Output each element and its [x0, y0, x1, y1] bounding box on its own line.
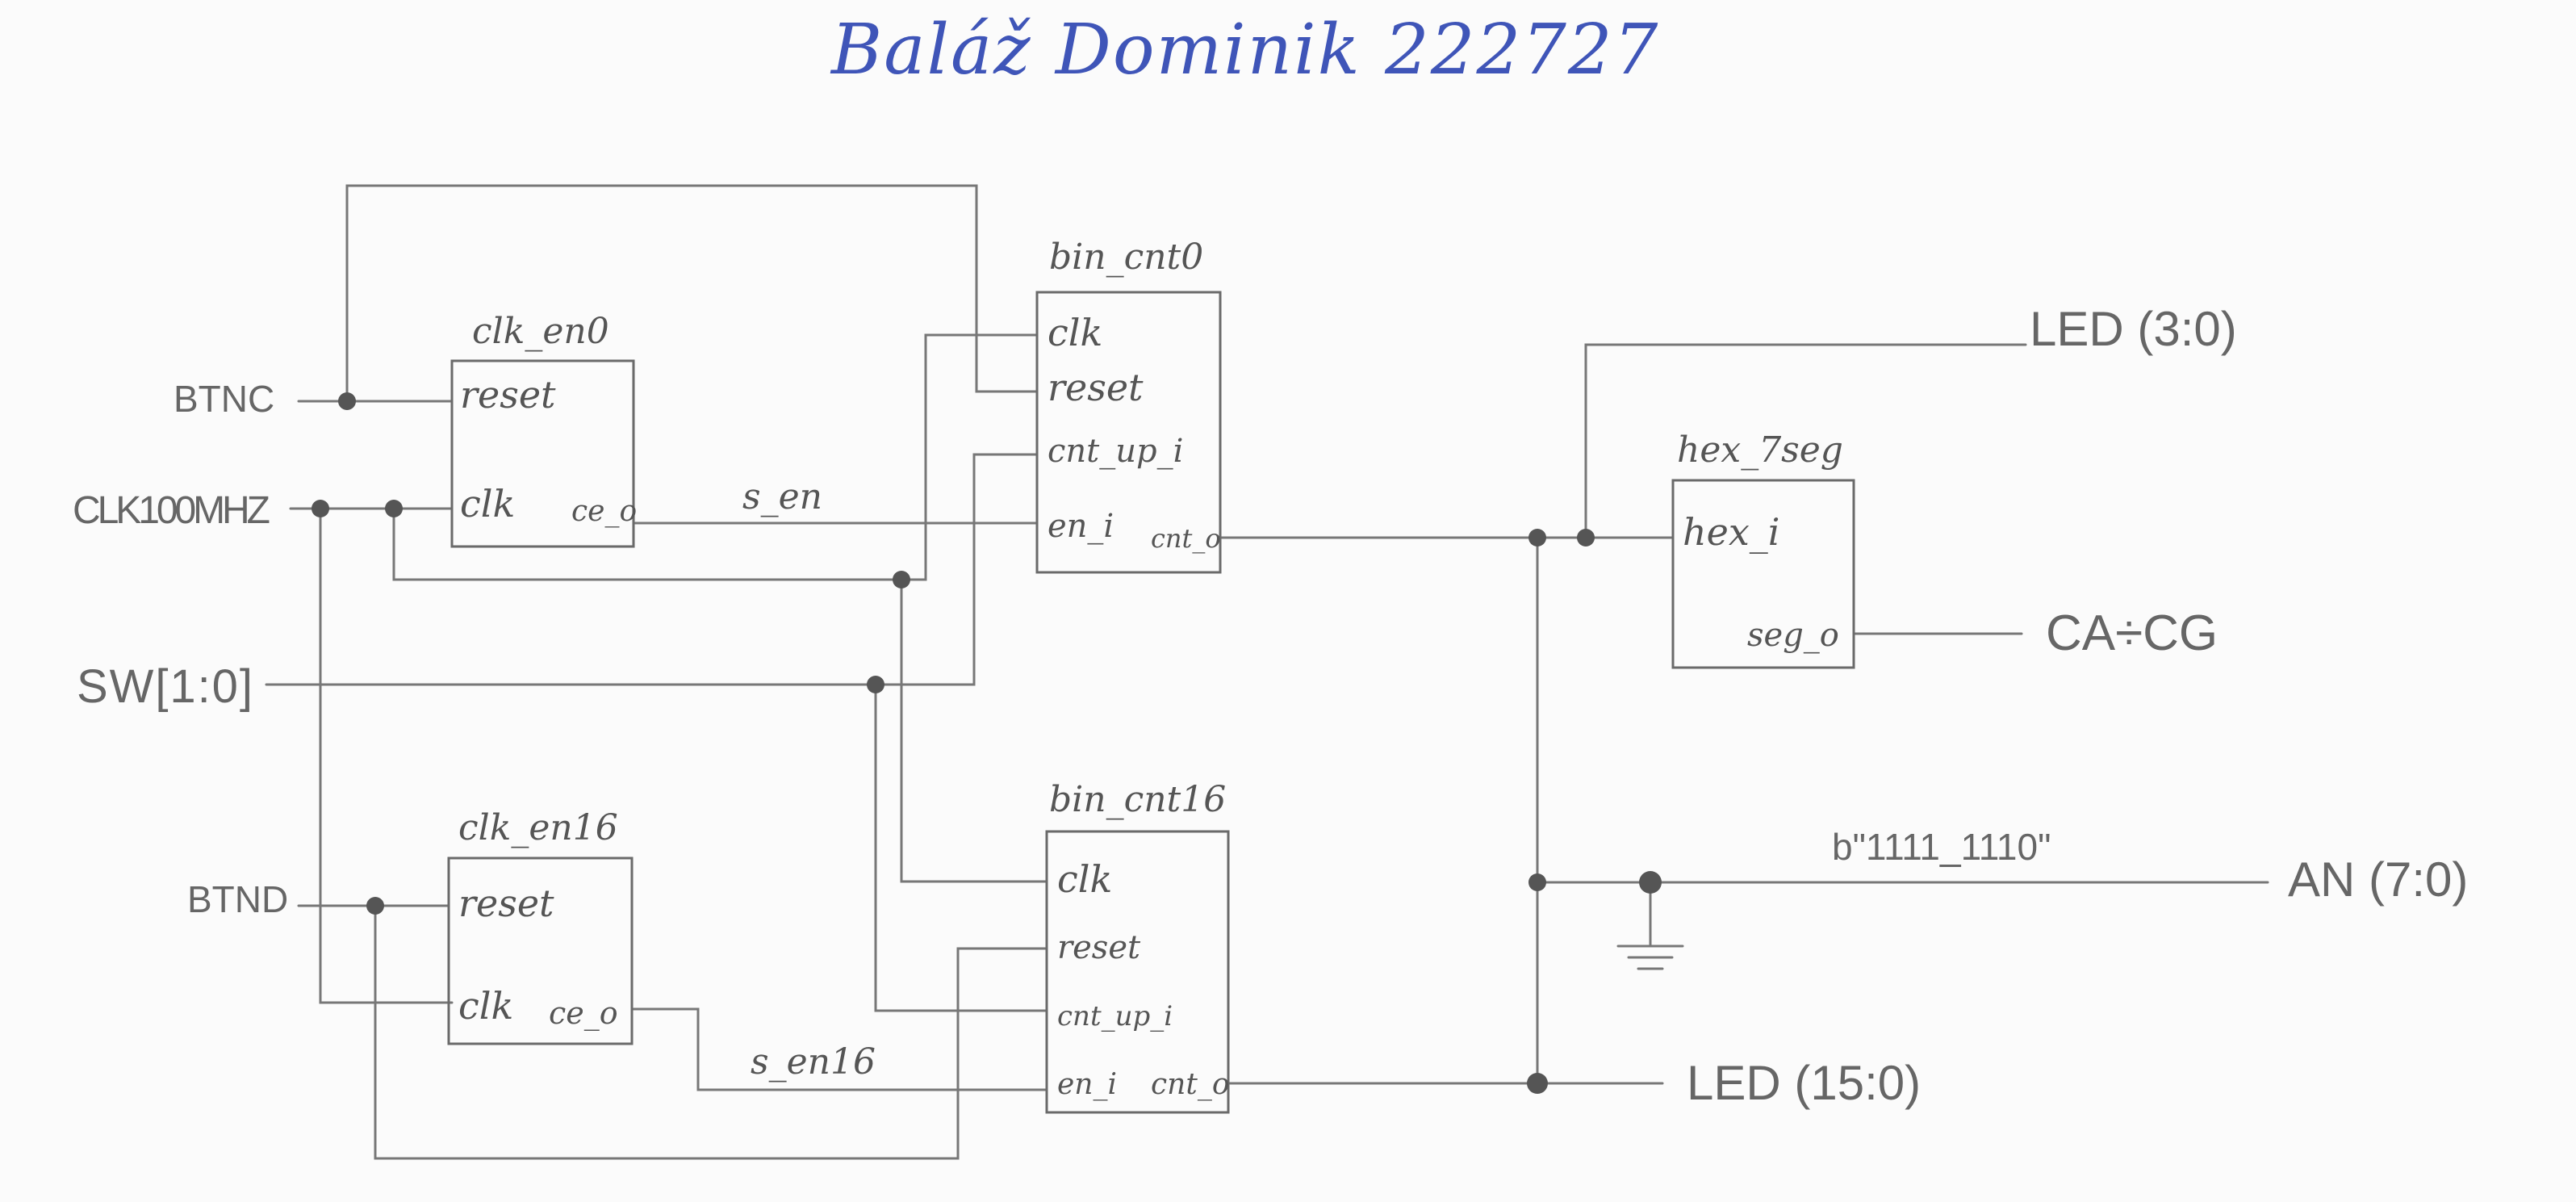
wire-btnc-loop [345, 184, 1039, 403]
wire-clk-down [319, 507, 454, 1004]
junction-clk-3 [893, 571, 910, 588]
junction-btnc [338, 392, 356, 410]
junction-bus-1 [1528, 529, 1546, 547]
clk-en16-ce-port: ce_o [549, 995, 618, 1032]
junction-bus-4 [1527, 1073, 1548, 1094]
clk-en16-reset-port: reset [458, 882, 554, 925]
output-an: AN (7:0) [2288, 852, 2468, 907]
constant-an-value: b"1111_1110" [1832, 826, 2051, 868]
wire-btnd-loop [374, 904, 1048, 1160]
block-clk-en0-title: clk_en0 [472, 311, 609, 352]
junction-ground [1639, 871, 1662, 894]
junction-clk-1 [312, 500, 329, 517]
block-bin-cnt0-title: bin_cnt0 [1049, 237, 1203, 278]
junction-bus-2 [1577, 529, 1595, 547]
block-bin-cnt16-title: bin_cnt16 [1049, 779, 1226, 820]
wire-sw [265, 453, 1039, 686]
input-clk100mhz: CLK100MHZ [73, 489, 270, 532]
wire-clk-to-cnt16 [900, 578, 1048, 883]
wire-sw-to-cnt16 [874, 683, 1048, 1012]
clk-en0-reset-port: reset [460, 373, 556, 417]
clk-en16-clk-port: clk [458, 984, 513, 1028]
ground-symbol [1616, 944, 1684, 970]
bin-cnt16-reset-port: reset [1057, 929, 1141, 966]
bin-cnt16-clk-port: clk [1057, 857, 1112, 901]
block-clk-en0 [450, 359, 635, 548]
block-hex-7seg [1671, 479, 1855, 669]
junction-sw [867, 676, 884, 693]
output-led-low: LED (3:0) [2030, 302, 2237, 356]
junction-clk-2 [385, 500, 403, 517]
block-clk-en16-title: clk_en16 [458, 807, 618, 848]
block-bin-cnt16 [1045, 830, 1230, 1114]
input-btnd: BTND [187, 878, 288, 920]
bin-cnt0-cnt-up-port: cnt_up_i [1048, 433, 1183, 470]
block-hex-7seg-title: hex_7seg [1677, 429, 1843, 471]
signal-s-en-label: s_en [742, 476, 822, 517]
output-led-high: LED (15:0) [1687, 1056, 1921, 1110]
wire-s-en16 [630, 1007, 1048, 1091]
bin-cnt16-cnt-out-port: cnt_o [1151, 1068, 1230, 1101]
hex-7seg-seg-out-port: seg_o [1747, 617, 1839, 654]
author-heading: Baláž Dominik 222727 [831, 10, 1660, 90]
clk-en0-ce-port: ce_o [571, 495, 637, 528]
block-clk-en16 [447, 856, 634, 1045]
output-seg: CA÷CG [2046, 605, 2218, 661]
block-bin-cnt0 [1035, 291, 1222, 574]
bin-cnt0-clk-port: clk [1048, 311, 1102, 354]
signal-s-en16-label: s_en16 [751, 1041, 876, 1083]
input-sw: SW[1:0] [77, 660, 253, 713]
hex-7seg-hex-in-port: hex_i [1683, 510, 1780, 554]
input-btnc: BTNC [174, 378, 274, 420]
bin-cnt0-reset-port: reset [1048, 366, 1144, 409]
junction-btnd [366, 897, 384, 915]
bin-cnt16-cnt-up-port: cnt_up_i [1057, 1000, 1173, 1032]
wire-clk-to-cnt [392, 333, 1039, 581]
bin-cnt16-en-port: en_i [1057, 1068, 1117, 1101]
bin-cnt0-en-port: en_i [1048, 508, 1114, 545]
clk-en0-clk-port: clk [460, 482, 515, 526]
wire-led-low [1584, 343, 2027, 539]
bin-cnt0-cnt-out-port: cnt_o [1151, 523, 1221, 554]
junction-bus-3 [1528, 873, 1546, 891]
